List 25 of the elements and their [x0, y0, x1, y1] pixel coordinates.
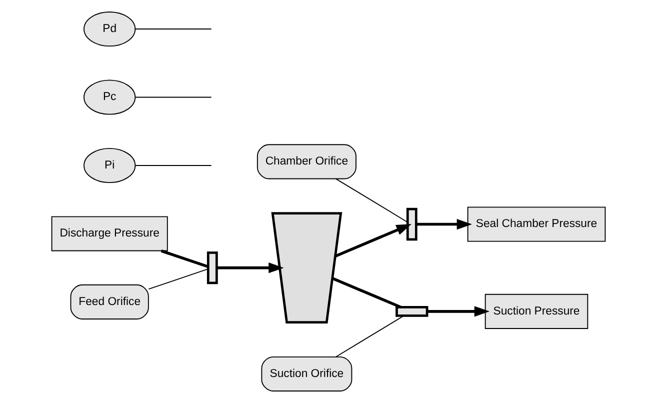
- node-box: Discharge Pressure: [50, 216, 168, 252]
- connector: [134, 28, 212, 30]
- arrow: [334, 224, 412, 258]
- node-box: Suction Orifice: [260, 356, 352, 392]
- node-ellipse: Pi: [83, 148, 136, 184]
- arrow: [216, 262, 284, 274]
- node-ellipse: Pc: [83, 80, 136, 115]
- node-bar: [206, 251, 218, 284]
- node-bar: [406, 208, 417, 241]
- arrow: [426, 306, 490, 317]
- node-bar: [395, 306, 428, 317]
- node-box: Feed Orifice: [70, 284, 148, 320]
- node-ellipse: Pd: [83, 12, 136, 47]
- connector: [134, 96, 212, 98]
- arrow: [416, 218, 472, 230]
- node-box: Suction Pressure: [484, 294, 588, 329]
- node-trapezium: [270, 212, 342, 324]
- node-box: Seal Chamber Pressure: [466, 206, 606, 242]
- connector: [334, 178, 408, 223]
- connector: [331, 276, 401, 308]
- connector: [148, 268, 208, 290]
- connector: [334, 315, 404, 358]
- node-box: Chamber Orifice: [256, 144, 356, 180]
- connector: [160, 250, 208, 268]
- connector: [134, 165, 212, 166]
